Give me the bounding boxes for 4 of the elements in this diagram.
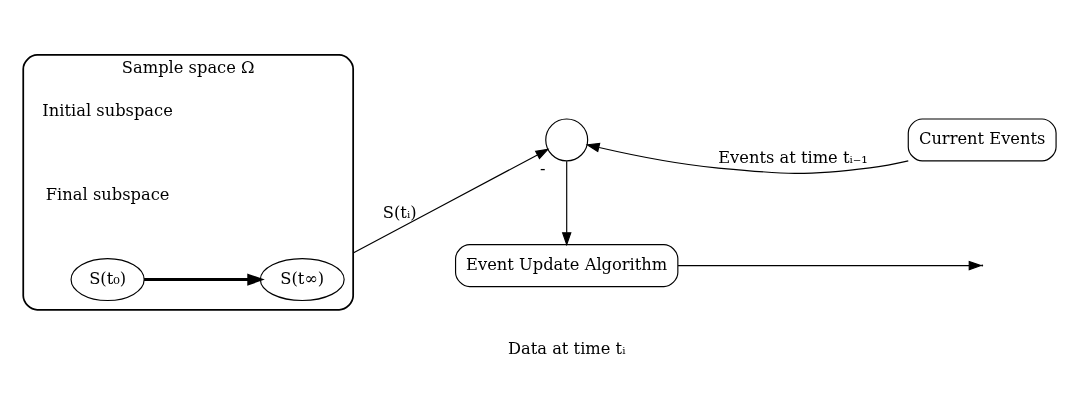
label: Data at time tᵢ — [507, 338, 626, 358]
edge-label: Events at time tᵢ₋₁ — [718, 148, 868, 168]
node-label: - — [540, 158, 546, 178]
edge-label: S(tᵢ) — [382, 203, 417, 223]
